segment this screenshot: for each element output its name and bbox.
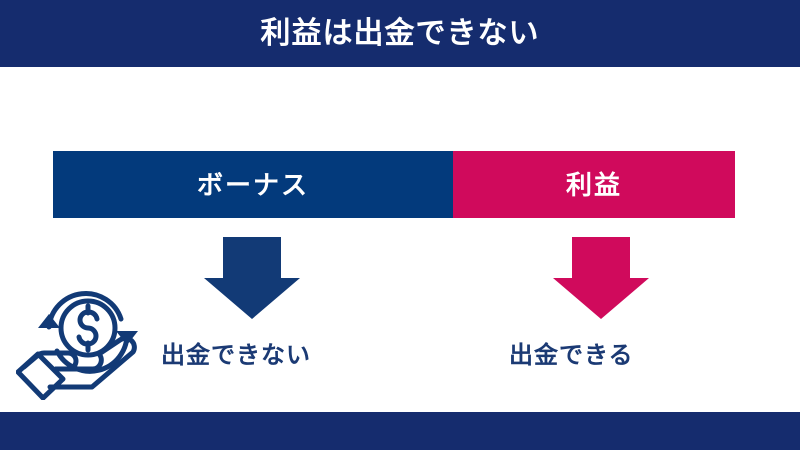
caption-bonus: 出金できない <box>161 342 311 369</box>
segment-bonus: ボーナス <box>53 151 453 218</box>
header-bar: 利益は出金できない <box>0 0 800 67</box>
segment-profit-label: 利益 <box>565 169 622 200</box>
segment-profit: 利益 <box>453 151 735 218</box>
hand-holding-cashback-dollar-icon <box>16 272 144 400</box>
arrow-down-bonus-icon <box>204 237 300 319</box>
footer-bar <box>0 412 800 450</box>
segment-bonus-label: ボーナス <box>196 169 309 200</box>
segment-bar: ボーナス 利益 <box>53 151 735 218</box>
page-title: 利益は出金できない <box>260 16 540 50</box>
arrow-down-profit-icon <box>553 237 649 319</box>
caption-profit: 出金できる <box>509 342 634 369</box>
